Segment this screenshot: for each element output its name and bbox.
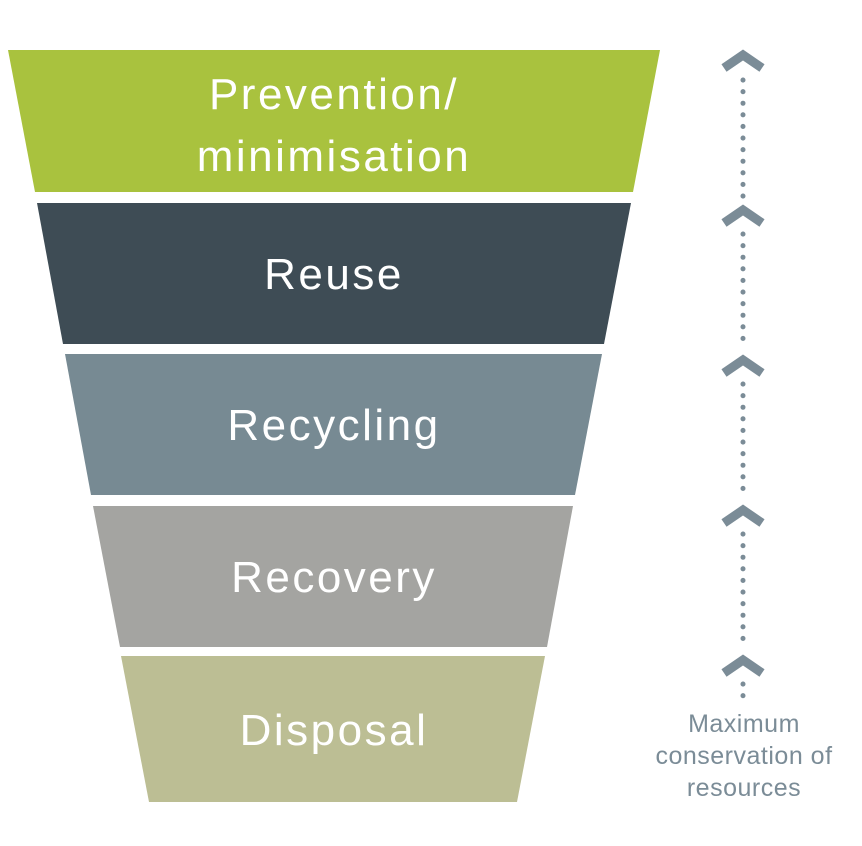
arrow-caption-line3: resources — [687, 774, 801, 802]
segment-label-prevention-line2: minimisation — [197, 132, 472, 181]
chevron-up-icon — [721, 354, 765, 377]
segment-label-recycling: Recycling — [227, 401, 440, 450]
chevron-up-icon — [721, 504, 765, 527]
chevron-up-icon — [721, 204, 765, 227]
chevron-up-icon — [721, 654, 765, 677]
resource-conservation-arrow — [721, 49, 765, 703]
arrow-caption-line2: conservation of — [655, 742, 832, 770]
segment-label-disposal: Disposal — [240, 706, 429, 755]
funnel-segment-recovery — [93, 506, 573, 647]
segment-label-prevention-line1: Prevention/ — [209, 70, 459, 119]
segment-label-recovery: Recovery — [231, 553, 437, 602]
arrow-caption-line1: Maximum — [688, 710, 800, 738]
segment-label-reuse: Reuse — [264, 250, 404, 299]
funnel-segment-recycling — [65, 354, 602, 495]
funnel-segment-disposal — [121, 656, 545, 802]
funnel-segment-reuse — [37, 203, 631, 344]
funnel-segment-prevention — [8, 50, 660, 192]
chevron-up-icon — [721, 49, 765, 72]
